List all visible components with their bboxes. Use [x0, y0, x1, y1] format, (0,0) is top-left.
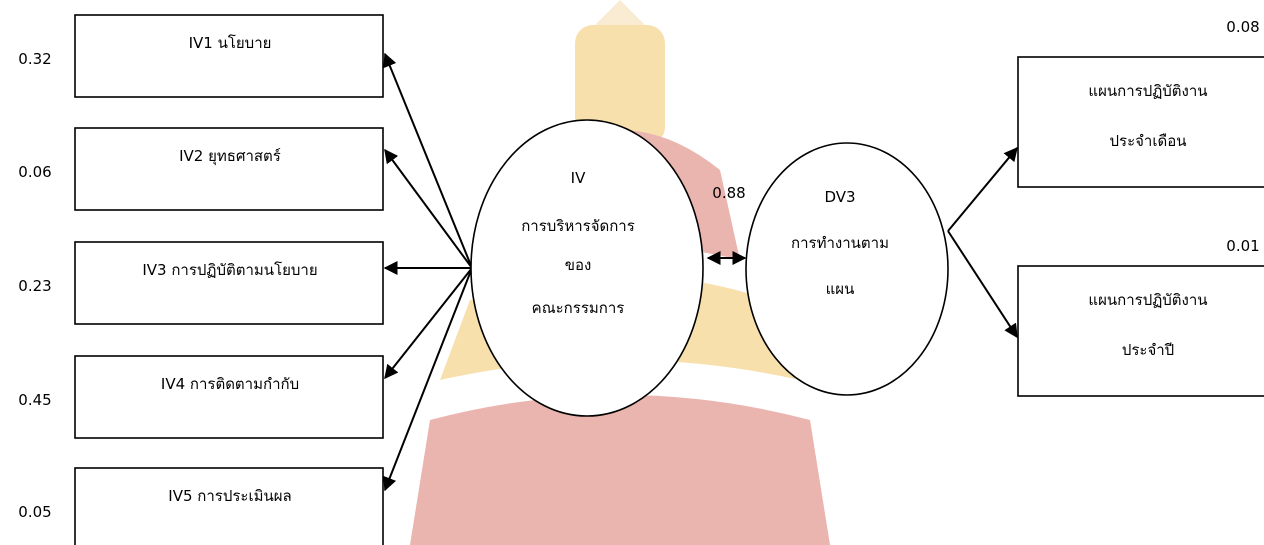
- loading-arrow: [947, 230, 1018, 339]
- latent-iv-line: การบริหารจัดการ: [521, 217, 635, 235]
- indicator-left: IV4 การติดตามกำกับ 0.45: [18, 355, 384, 439]
- latent-dv-line: แผน: [826, 280, 855, 298]
- indicator-left: IV3 การปฏิบัติตามนโยบาย 0.23: [18, 241, 384, 325]
- error-variance: 0.06: [18, 163, 51, 181]
- indicator-label: ประจำปี: [1122, 341, 1174, 359]
- indicator-box: [74, 14, 384, 98]
- indicator-box: [74, 467, 384, 545]
- indicator-box: [74, 241, 384, 325]
- latent-dv: DV3 การทำงานตาม แผน: [745, 142, 949, 396]
- indicator-label: IV3 การปฏิบัติตามนโยบาย: [142, 261, 317, 279]
- latent-iv-line: คณะกรรมการ: [532, 299, 625, 317]
- seal-base: [410, 395, 830, 545]
- indicator-box: [1017, 56, 1264, 188]
- latent-dv-line: DV3: [824, 188, 855, 206]
- seal-crown: [575, 25, 665, 145]
- loading-arrow: [383, 52, 473, 269]
- indicator-left: IV2 ยุทธศาสตร์ 0.06: [18, 127, 384, 211]
- correlation-label: 0.88: [712, 184, 745, 202]
- edges: [383, 52, 1018, 492]
- loading-arrow: [384, 148, 473, 269]
- indicator-label: แผนการปฏิบัติงาน: [1088, 291, 1207, 309]
- error-variance: 0.32: [18, 50, 51, 68]
- error-variance: 0.23: [18, 277, 51, 295]
- latent-iv-line: ของ: [565, 256, 592, 274]
- indicator-left: IV1 นโยบาย 0.32: [18, 14, 384, 98]
- loading-arrow: [383, 267, 473, 492]
- seal-spire: [595, 0, 645, 25]
- indicator-box: [1017, 265, 1264, 397]
- indicator-left: IV5 การประเมินผล 0.05: [18, 467, 384, 545]
- error-variance: 0.08: [1226, 18, 1259, 36]
- loading-arrow: [384, 267, 473, 380]
- indicator-box: [74, 355, 384, 439]
- latent-dv-ellipse: [745, 142, 949, 396]
- error-variance: 0.05: [18, 503, 51, 521]
- indicator-box: [74, 127, 384, 211]
- indicator-label: IV5 การประเมินผล: [168, 487, 291, 505]
- loading-arrow: [947, 146, 1018, 232]
- error-variance: 0.01: [1226, 237, 1259, 255]
- error-variance: 0.45: [18, 391, 51, 409]
- indicator-label: IV2 ยุทธศาสตร์: [179, 147, 281, 166]
- latent-dv-line: การทำงานตาม: [791, 234, 889, 252]
- indicator-label: แผนการปฏิบัติงาน: [1088, 82, 1207, 100]
- latent-iv-ellipse: [470, 119, 704, 417]
- indicator-label: IV4 การติดตามกำกับ: [161, 375, 299, 393]
- latent-iv: IV การบริหารจัดการ ของ คณะกรรมการ: [470, 119, 704, 417]
- indicator-label: IV1 นโยบาย: [189, 34, 272, 52]
- latent-iv-line: IV: [571, 169, 586, 187]
- indicator-label: ประจำเดือน: [1110, 132, 1187, 150]
